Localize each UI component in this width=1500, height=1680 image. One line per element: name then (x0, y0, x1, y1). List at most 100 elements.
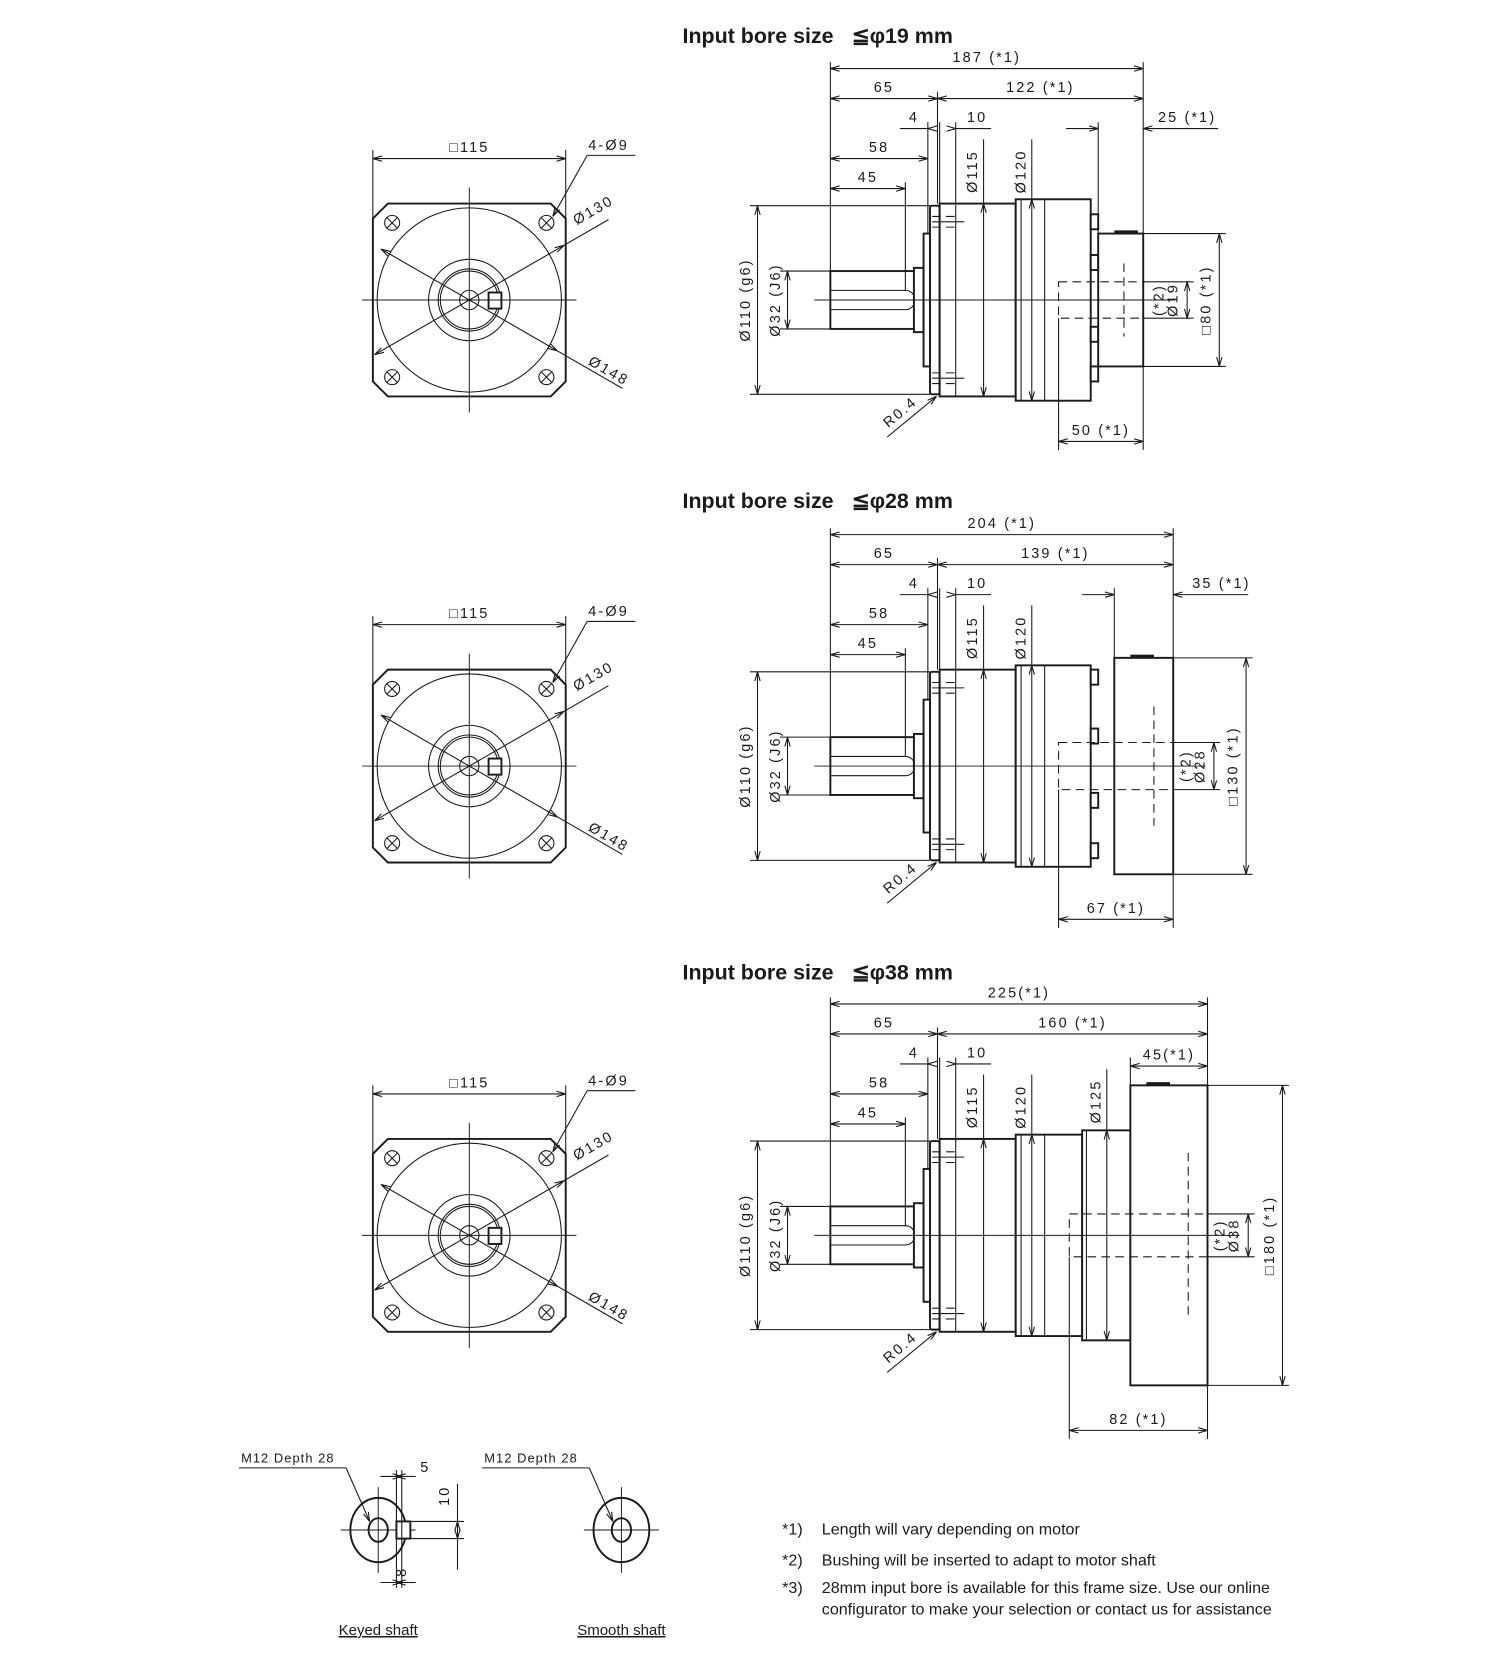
section-title: Input bore size≦φ28 mm (683, 489, 953, 513)
arrowhead (756, 1140, 761, 1151)
arrowhead (1130, 1065, 1140, 1070)
adapter-marker (1130, 654, 1154, 658)
dim-label: 45 (858, 636, 878, 652)
arrowhead (550, 343, 558, 352)
key-offset-dimension: 8 (380, 1567, 416, 1586)
arrowhead (611, 1511, 614, 1522)
arrowhead (1218, 357, 1223, 367)
dim-label: Ø110 (g6) (738, 724, 754, 807)
shaft-58-dimension: 58 (830, 1076, 929, 1098)
arrowhead (983, 203, 987, 213)
dim-label: Ø32 (J6) (768, 263, 784, 336)
arrowhead (980, 669, 985, 680)
dim-label: 82 (*1) (1109, 1412, 1167, 1428)
dim-label: 45(*1) (1143, 1048, 1195, 1064)
motor-bolt (1089, 668, 1100, 686)
title-text: Input bore size (683, 24, 834, 48)
dim-label: 204 (*1) (968, 516, 1037, 532)
arrowhead (786, 270, 791, 281)
arrowhead (1028, 857, 1033, 867)
arrowhead (784, 1206, 789, 1216)
line (886, 862, 937, 904)
pilot-diameter-dimension: Ø110 (g6) (738, 671, 761, 861)
overall-length-dimension: 187 (*1) (830, 50, 1144, 72)
radius-callout: R0.4 (881, 860, 937, 904)
hole-circle (384, 835, 401, 852)
arrowhead (554, 244, 565, 249)
arrowhead (830, 534, 840, 538)
shaft-58-dimension: 58 (830, 140, 929, 162)
arrowhead (1198, 1062, 1208, 1067)
arrowhead (830, 188, 840, 192)
arrowhead (374, 813, 382, 822)
dim-label: 58 (869, 1076, 889, 1092)
hole-circle (538, 214, 555, 231)
arrowhead (556, 158, 566, 162)
arrowhead (1028, 1134, 1033, 1145)
arrowhead (552, 1144, 561, 1153)
arrowhead (830, 95, 840, 100)
arrowhead (1198, 1000, 1208, 1005)
arrowhead (1143, 128, 1153, 132)
line (540, 1306, 553, 1319)
arrowhead (396, 1579, 406, 1584)
arrowhead (927, 1060, 938, 1065)
diag-line (380, 714, 623, 855)
arrowhead (830, 1000, 840, 1005)
arrowhead (552, 206, 556, 217)
dim-label: □180 (*1) (1262, 1196, 1278, 1275)
arrowhead (1069, 1429, 1079, 1434)
arrowhead (547, 814, 558, 818)
arrowhead (754, 850, 759, 861)
arrowhead (756, 384, 761, 395)
title-text: Input bore size (683, 489, 834, 513)
dim-label: 122 (*1) (1006, 80, 1075, 96)
arrowhead (918, 1093, 929, 1098)
dim-label: Ø130 (571, 1128, 617, 1164)
dim-label: Ø120 (1013, 616, 1029, 660)
arrowhead (1218, 233, 1223, 243)
dim-label: Ø115 (965, 616, 981, 659)
arrowhead (1281, 1375, 1286, 1386)
arrowhead (946, 125, 956, 130)
dim-label: □130 (*1) (1226, 726, 1242, 805)
hole-circle (538, 835, 555, 852)
arrowhead (372, 155, 383, 160)
dim-label: 4 (909, 110, 919, 126)
motor-bolt (1089, 727, 1100, 745)
pcd-line (374, 219, 609, 356)
leader (552, 155, 588, 217)
arrowhead (1104, 591, 1115, 596)
square-dimension: □115 (372, 1076, 566, 1098)
arrowhead (1163, 534, 1174, 538)
arrowhead (374, 1287, 385, 1291)
adapter-length-dimension: 45(*1) (1130, 1048, 1208, 1070)
key-length-dimension: 45 (830, 636, 906, 658)
arrowhead (1058, 440, 1068, 445)
arrowhead (1245, 864, 1250, 875)
line (386, 1306, 398, 1319)
arrowhead (937, 98, 947, 102)
arrowhead (1198, 1030, 1208, 1035)
line (386, 371, 398, 383)
arrowhead (554, 1180, 565, 1184)
footnote-mark: *1) (782, 1520, 803, 1538)
arrowhead (381, 1183, 391, 1188)
arrowhead (552, 672, 556, 683)
arrowhead (1213, 742, 1218, 752)
arrowhead (927, 1331, 937, 1337)
arrowhead (937, 561, 947, 566)
arrowhead (927, 1063, 938, 1068)
arrowhead (1213, 780, 1218, 790)
bore-diameter-dimension: (*2)Ø38 (1213, 1213, 1252, 1257)
arrowhead (784, 270, 789, 281)
dim-label: Ø115 (965, 150, 981, 193)
hole-circle (384, 369, 401, 386)
motor-bolt (1089, 254, 1100, 271)
arrowhead (1247, 1247, 1252, 1257)
arrowhead (946, 591, 956, 596)
leader (552, 1090, 588, 1153)
